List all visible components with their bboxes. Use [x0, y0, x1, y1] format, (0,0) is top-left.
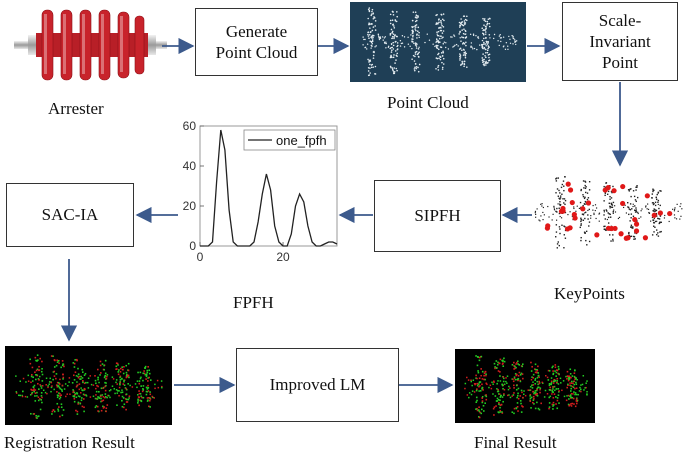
- series-line-one_fpfh: [200, 129, 338, 247]
- scale-invariant-point-box: Scale- Invariant Point: [562, 2, 678, 81]
- chart-legend: one_fpfh: [243, 129, 336, 151]
- y-tick-label: 40: [183, 159, 197, 173]
- generate-point-cloud-box: Generate Point Cloud: [195, 8, 318, 76]
- arrester-image: [14, 9, 167, 81]
- final-result-label: Final Result: [474, 433, 557, 452]
- y-tick-label: 60: [183, 119, 197, 133]
- registration-result-image: [5, 346, 172, 425]
- final-result-image: [455, 349, 595, 423]
- point-cloud-image: [350, 2, 526, 82]
- sac-ia-box: SAC-IA: [6, 183, 134, 247]
- keypoints-label: KeyPoints: [554, 284, 625, 303]
- sipfh-box: SIPFH: [374, 180, 501, 252]
- point-cloud-label: Point Cloud: [387, 93, 469, 112]
- improved-lm-box: Improved LM: [236, 348, 399, 422]
- x-tick-label: 20: [276, 250, 290, 264]
- flow-arrows: [60, 37, 629, 394]
- y-tick-label: 0: [189, 239, 196, 253]
- y-tick-label: 20: [183, 199, 197, 213]
- legend-label: one_fpfh: [276, 133, 327, 148]
- fpfh-label: FPFH: [233, 293, 274, 312]
- arrester-label: Arrester: [48, 99, 104, 118]
- x-tick-label: 0: [197, 250, 204, 264]
- keypoints-image: [534, 176, 683, 249]
- fpfh-chart: 0 20 40 60 0 20 one_fpfh: [183, 119, 338, 264]
- registration-result-label: Registration Result: [4, 433, 135, 452]
